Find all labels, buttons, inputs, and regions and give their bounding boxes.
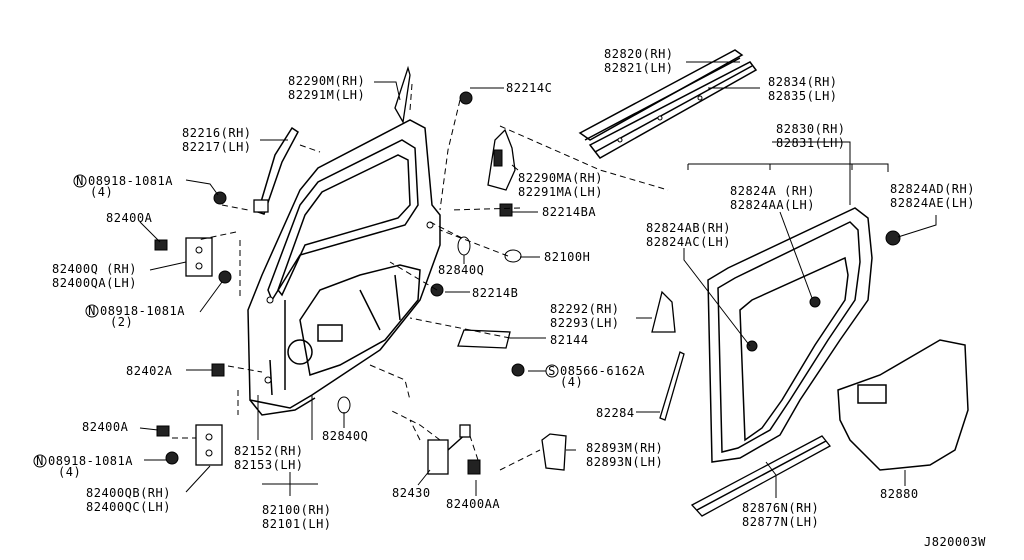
label-82400qc: 82400QC(LH) — [86, 500, 171, 514]
door-sash-82216 — [253, 126, 299, 215]
bolts — [154, 91, 901, 475]
label-82290ma: 82290MA(RH) — [518, 171, 603, 185]
label-82292: 82292(RH) — [550, 302, 620, 316]
label-82290m: 82290M(RH) — [288, 74, 365, 88]
label-82400aa: 82400AA — [446, 497, 500, 511]
label-82153: 82153(LH) — [234, 458, 304, 472]
label-82214b: 82214B — [472, 286, 518, 300]
svg-text:N: N — [36, 454, 44, 468]
label-82402a: 82402A — [126, 364, 173, 378]
label-82824a: 82824A (RH) — [730, 184, 815, 198]
label-82824ae: 82824AE(LH) — [890, 196, 975, 210]
check-link-82430 — [427, 424, 471, 475]
label-82820: 82820(RH) — [604, 47, 674, 61]
label-82824ab: 82824AB(RH) — [646, 221, 731, 235]
label-82214ba: 82214BA — [542, 205, 596, 219]
shield-82893m — [541, 433, 567, 471]
nut-symbol-2: N — [85, 304, 99, 318]
label-08918-bot: 08918-1081A — [48, 454, 133, 468]
label-82214c: 82214C — [506, 81, 552, 95]
label-82835: 82835(LH) — [768, 89, 838, 103]
label-82400qa: 82400QA(LH) — [52, 276, 137, 290]
weatherstrip-82820 — [578, 49, 744, 141]
label-08918-mid: 08918-1081A — [100, 304, 185, 318]
diagram-id: J820003W — [924, 535, 986, 549]
label-82876n: 82876N(RH) — [742, 501, 819, 515]
label-82893m: 82893M(RH) — [586, 441, 663, 455]
nut-symbol-1: N — [73, 174, 87, 188]
label-82834: 82834(RH) — [768, 75, 838, 89]
label-82400q: 82400Q (RH) — [52, 262, 137, 276]
label-82877n: 82877N(LH) — [742, 515, 819, 529]
label-82893n: 82893N(LH) — [586, 455, 663, 469]
label-82831: 82831(LH) — [776, 136, 846, 150]
leader-lines — [139, 61, 937, 498]
label-82824ac: 82824AC(LH) — [646, 235, 731, 249]
label-82880: 82880 — [880, 487, 919, 501]
label-82100h: 82100H — [544, 250, 590, 264]
label-82284: 82284 — [596, 406, 635, 420]
label-82830: 82830(RH) — [776, 122, 846, 136]
partition-82290m — [394, 65, 411, 124]
rear-door-panel — [247, 119, 441, 416]
partition-82290ma — [487, 128, 516, 191]
label-82217: 82217(LH) — [182, 140, 252, 154]
label-08566: 08566-6162A — [560, 364, 645, 378]
trim-82284 — [659, 351, 685, 421]
sill-guard-82876n — [690, 435, 831, 517]
striker-82144 — [457, 329, 511, 349]
sealing-screen-82880 — [837, 339, 969, 471]
svg-text:S: S — [548, 364, 556, 378]
label-82152: 82152(RH) — [234, 444, 304, 458]
label-08918-top: 08918-1081A — [88, 174, 173, 188]
screw-symbol: S — [545, 364, 559, 378]
label-82824aa: 82824AA(LH) — [730, 198, 815, 212]
svg-text:N: N — [76, 174, 84, 188]
moulding-82834 — [588, 61, 758, 159]
label-82144: 82144 — [550, 333, 589, 347]
label-82291m: 82291M(LH) — [288, 88, 365, 102]
label-82400qb: 82400QB(RH) — [86, 486, 171, 500]
label-82216: 82216(RH) — [182, 126, 252, 140]
label-08918-top-qty: (4) — [90, 185, 113, 199]
label-82824ad: 82824AD(RH) — [890, 182, 975, 196]
nut-symbol-3: N — [33, 454, 47, 468]
label-82291ma: 82291MA(LH) — [518, 185, 603, 199]
label-08918-bot-qty: (4) — [58, 465, 81, 479]
hinge-lower-82400qb — [165, 424, 223, 466]
label-08566-qty: (4) — [560, 375, 583, 389]
svg-text:N: N — [88, 304, 96, 318]
label-82293: 82293(LH) — [550, 316, 620, 330]
trim-82292 — [651, 290, 676, 333]
label-82840q-bot: 82840Q — [322, 429, 368, 443]
label-82400a-bot: 82400A — [82, 420, 129, 434]
label-82840q-mid: 82840Q — [438, 263, 484, 277]
label-82430: 82430 — [392, 486, 431, 500]
label-82101: 82101(LH) — [262, 517, 332, 531]
door-weatherstrip-82830 — [707, 207, 873, 463]
label-82400a-top: 82400A — [106, 211, 153, 225]
label-08918-mid-qty: (2) — [110, 315, 133, 329]
hinge-upper-82400q — [185, 237, 232, 284]
label-82100: 82100(RH) — [262, 503, 332, 517]
label-82821: 82821(LH) — [604, 61, 674, 75]
guide-lines — [172, 83, 669, 471]
